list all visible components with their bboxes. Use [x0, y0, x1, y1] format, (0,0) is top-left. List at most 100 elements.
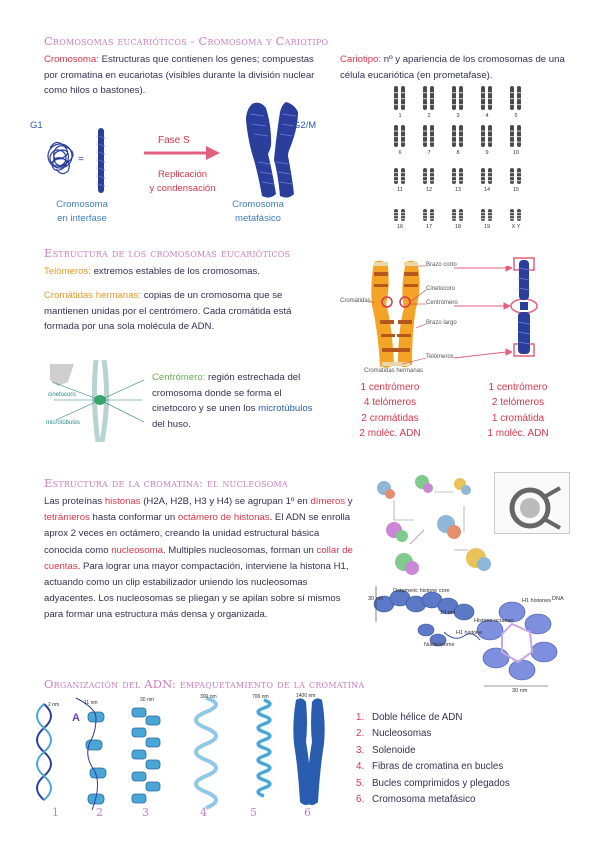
cromatidas-definition: Cromátidas hermanas: copias de un cromos…	[44, 288, 312, 335]
stage-number-1: 1	[52, 806, 59, 819]
interphase-chromosome-illustration: =	[47, 128, 106, 193]
karyotype-number: X Y	[512, 224, 521, 230]
nuc-text-5: . El ADN se enrolla aprox 2 veces en oct…	[44, 512, 351, 556]
nucleosoma-paragraph: Las proteínas histonas (H2A, H2B, H3 y H…	[44, 494, 356, 624]
fig-label-h1: H1 histone	[456, 630, 483, 636]
term-octamero: octámero de histonas	[177, 512, 270, 524]
diagram-label-brazo-largo: Brazo largo	[426, 320, 457, 326]
karyotype-chromosome-pair	[394, 86, 405, 110]
karyotype-number: 1	[398, 113, 401, 119]
list-item-label: Solenoide	[372, 744, 416, 756]
label-g1: G1	[30, 120, 43, 131]
label-interfase: Cromosoma en interfase	[56, 199, 108, 224]
fig-label-dna: DNA	[552, 596, 564, 602]
cromatidas-term: Cromátidas hermanas:	[44, 290, 142, 301]
fig-label-nucleosome: Nucleosome	[424, 642, 455, 648]
right-stat-cromatida: 1 cromátida	[491, 412, 545, 424]
list-item: 5.Bucles comprimidos y plegados	[356, 776, 576, 792]
fig-label-histone-octamer: Histone octamer	[474, 618, 515, 624]
karyotype-chromosome-pair	[394, 209, 405, 221]
telomeros-term: Telómeros:	[44, 266, 91, 277]
list-item: 6. Cromosoma metafásico	[356, 792, 576, 808]
diagram-label-cromatidas: Cromátidas	[340, 298, 371, 304]
label-microtubulos: microtúbulos	[46, 420, 81, 426]
centromero-def-text: región estrechada del cromosoma donde se…	[152, 372, 301, 415]
karyotype-number: 11	[397, 187, 403, 193]
cariotipo-definition: Cariotipo: nº y apariencia de los cromos…	[340, 52, 585, 83]
centromero-def-end: del huso.	[152, 418, 191, 430]
right-stat-adn: 1 moléc. ADN	[487, 428, 549, 440]
list-item-label: Nucleosomas	[372, 728, 432, 740]
section-title-organizacion: Organización del ADN: empaquetamiento de…	[44, 677, 365, 691]
list-number: 2.	[356, 728, 365, 740]
karyotype-chromosome-pair	[510, 125, 521, 147]
karyotype-number: 3	[456, 113, 459, 119]
karyotype-number: 17	[426, 224, 432, 230]
stage-numbers: 1 2 3 4 5 6	[0, 806, 340, 822]
section-title-estructura: Estructura de los cromosomas eucariótico…	[44, 246, 291, 260]
centromero-definition: Centrómero: región estrechada del cromos…	[152, 370, 322, 432]
karyotype-number: 6	[398, 150, 401, 156]
cariotipo-def-text: nº y apariencia de los cromosomas de una…	[340, 54, 565, 81]
section-title-cromosomas: Cromosomas eucarióticos - Cromosoma y Ca…	[44, 34, 329, 48]
karyotype-number: 13	[455, 187, 461, 193]
karyotype-chromosome-pair	[394, 168, 405, 184]
fig-label-octameric: Octameric histone core	[393, 588, 450, 594]
label-metafasico: Cromosoma metafásico	[232, 199, 284, 224]
list-item: 2. Nucleosomas	[356, 726, 576, 742]
list-item-label: Bucles comprimidos y plegados	[372, 777, 510, 789]
term-nucleosoma: nucleosoma	[111, 544, 163, 556]
karyotype-chromosome-pair	[481, 209, 492, 221]
stage-number-4: 4	[200, 806, 207, 819]
karyotype-number: 2	[427, 113, 430, 119]
term-histonas: histonas	[104, 496, 141, 507]
karyotype-number: 10	[513, 150, 519, 156]
cromosoma-definition: Cromosoma: Estructuras que contienen los…	[44, 52, 329, 99]
cromatidas-def-text: copias de un cromosoma que se mantienen …	[44, 290, 292, 333]
fig-label-30nm-a: 30 nm	[368, 596, 384, 602]
scale-1400nm: 1400 nm	[296, 693, 316, 699]
telomeros-def-text: extremos estables de los cromosomas.	[90, 266, 260, 277]
list-number: 3.	[356, 744, 365, 756]
stage-number-6: 6	[304, 806, 311, 819]
left-stat-cromatidas: 2 cromátidas	[361, 412, 419, 424]
term-dimeros: dímeros	[310, 496, 346, 507]
centromero-term: Centrómero:	[152, 372, 206, 383]
right-stat-telomeros: 2 telómeros	[491, 397, 545, 409]
karyotype-number: 15	[513, 187, 519, 193]
term-tetrameros: tetrámeros	[44, 512, 90, 524]
nuc-text-2: (H2A, H2B, H3 y H4) se agrupan 1º en	[140, 496, 311, 507]
diagram-label-centromero: Centrómero	[426, 300, 458, 306]
list-item-label: Doble hélice de ADN	[372, 712, 463, 723]
label-replicacion: Replicación y condensación	[149, 169, 216, 194]
scale-30nm: 30 nm	[140, 697, 154, 703]
karyotype-number: 12	[426, 187, 432, 193]
list-number: 6.	[356, 794, 365, 806]
left-stats: 1 centrómero 4 telómeros 2 cromátidas 2 …	[344, 380, 436, 442]
nuc-text-3: y	[345, 496, 353, 507]
karyotype-chromosome-pair	[481, 86, 492, 110]
stage-number-5: 5	[250, 806, 257, 819]
karyotype-number: 18	[455, 224, 461, 230]
stage-number-3: 3	[142, 806, 149, 819]
scale-2nm: 2 nm	[48, 702, 60, 708]
list-item: 4.Fibras de cromatina en bucles	[356, 759, 576, 775]
karyotype-chromosome-pair	[423, 86, 434, 110]
scale-300nm: 300 nm	[200, 694, 217, 700]
diagram-label-brazo-corto: Brazo corto	[426, 262, 457, 268]
chromosome-structure-diagram	[368, 260, 427, 368]
nucleosome-crystal-structure	[494, 472, 570, 534]
list-item-label: Cromosoma metafásico	[372, 794, 476, 806]
cariotipo-term: Cariotipo:	[340, 54, 382, 65]
karyotype-chromosome-pair	[452, 125, 463, 147]
stage-letter-a: A	[72, 712, 80, 724]
label-fase-s: Fase S	[158, 135, 190, 146]
right-stat-centromero: 1 centrómero	[488, 382, 548, 393]
diagram-label-telomeros: Telómeros	[426, 354, 454, 360]
karyotype-chromosome-pair	[394, 125, 405, 147]
fig-label-30nm-b: 30 nm	[512, 688, 528, 694]
karyotype-chromosome-pair	[452, 168, 463, 184]
cromosoma-term: Cromosoma:	[44, 54, 99, 65]
centromere-illustration	[44, 360, 149, 442]
